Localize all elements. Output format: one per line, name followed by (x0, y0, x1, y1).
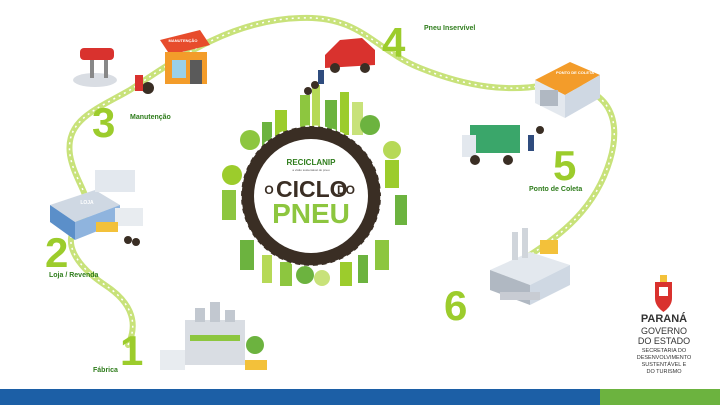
eco-skyline (222, 85, 407, 286)
car-illustration (304, 38, 375, 95)
gov-line2: DO ESTADO (637, 336, 691, 346)
factory-illustration (160, 302, 267, 370)
step-1-label: Fábrica (93, 367, 118, 374)
tire-center (254, 139, 368, 253)
step-5-label: Ponto de Coleta (529, 186, 583, 193)
step-2-label: Loja / Revenda (49, 272, 99, 279)
maintenance-sign: MANUTENÇÃO (168, 38, 198, 43)
title-o: O (264, 183, 274, 197)
step-5-number: 5 (553, 142, 577, 189)
brand-tagline: a visão sustentável do pneu (292, 168, 330, 172)
step-4-number: 4 (382, 19, 406, 66)
collection-point-sign: PONTO DE COLETA (555, 70, 595, 75)
recycling-plant-illustration (490, 228, 570, 305)
parana-coat-of-arms (655, 275, 672, 312)
brand-name: RECICLANIP (286, 158, 336, 167)
title-do: DO (337, 183, 355, 197)
step-3-label: Manutenção (130, 114, 171, 121)
title-pneu: PNEU (272, 198, 350, 229)
footer-bar-green (600, 389, 720, 405)
step-4-label: Pneu Inservível (424, 25, 476, 32)
step-2-number: 2 (45, 229, 69, 276)
gov-secretariat-1: SECRETARIA DO (641, 348, 687, 354)
gov-state: PARANÁ (640, 313, 688, 325)
maintenance-illustration (73, 30, 210, 94)
store-sign: LOJA (80, 200, 94, 206)
gov-secretariat-2: DESENVOLVIMENTO (636, 355, 692, 361)
gov-secretariat-4: DO TURISMO (646, 369, 682, 375)
collection-point-illustration (462, 62, 600, 165)
store-illustration (50, 170, 143, 246)
step-3-number: 3 (92, 99, 116, 146)
gov-line1: GOVERNO (640, 326, 687, 336)
step-1-number: 1 (120, 327, 144, 374)
gov-secretariat-3: SUSTENTÁVEL E (641, 362, 687, 368)
footer-bar-blue (0, 389, 600, 405)
step-6-number: 6 (444, 282, 468, 329)
